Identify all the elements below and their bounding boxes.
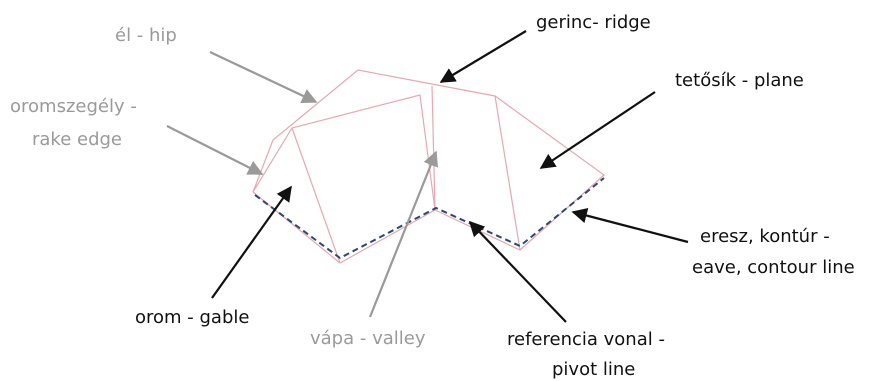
valley-label: vápa - valley	[310, 328, 426, 349]
ridge-arrow	[439, 30, 527, 83]
left-gable-edge	[252, 94, 436, 211]
hip-arrow	[209, 51, 318, 104]
gable-valley-line	[291, 127, 341, 264]
eave-label-line2: eave, contour line	[692, 257, 855, 278]
rake-edge-label-line2: rake edge	[32, 129, 122, 150]
right-hip-line	[494, 95, 521, 251]
rake-edge-label-line1: oromszegély -	[10, 96, 137, 117]
roof-outline	[252, 69, 605, 264]
plane-arrow	[539, 91, 656, 169]
labels: él - hip oromszegély - rake edge gerinc-…	[10, 12, 855, 380]
rake-edge-arrow	[166, 125, 264, 175]
pivot-line-label-line2: pivot line	[552, 359, 635, 380]
valley-arrow	[368, 150, 439, 318]
pivot-line-arrow	[468, 220, 567, 323]
outer-roof-edge	[252, 69, 605, 264]
eave-arrow	[571, 208, 689, 244]
ridge-label: gerinc- ridge	[536, 12, 651, 33]
label-arrows	[166, 30, 689, 323]
pivot-line	[254, 177, 605, 260]
gable-arrow	[211, 185, 292, 299]
ridge-drop-line	[431, 85, 436, 211]
plane-label: tetősík - plane	[675, 70, 804, 91]
gable-label: orom - gable	[135, 307, 249, 328]
hip-label: él - hip	[115, 25, 177, 46]
eave-label-line1: eresz, kontúr -	[700, 226, 830, 247]
pivot-line-label-line1: referencia vonal -	[507, 329, 665, 350]
